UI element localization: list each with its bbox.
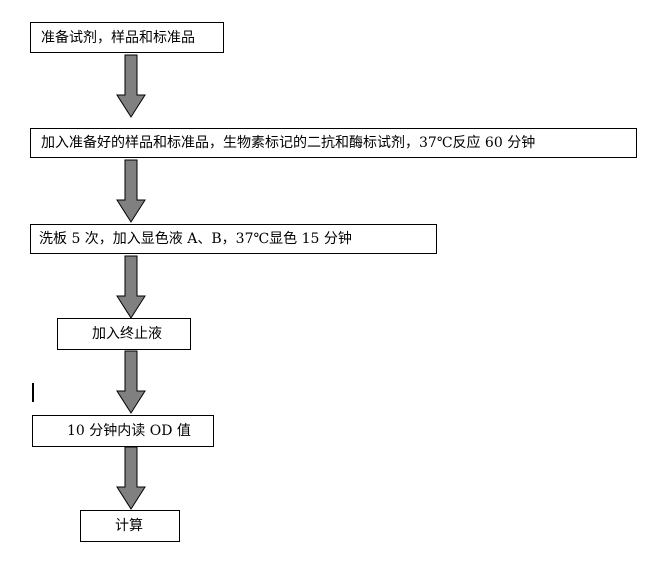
- down-arrow-2: [116, 159, 146, 223]
- step-5-text: 10 分钟内读 OD 值: [67, 423, 191, 439]
- step-4-stop-solution: 加入终止液: [57, 318, 191, 350]
- step-2-text: 加入准备好的样品和标准品，生物素标记的二抗和酶标试剂，37℃反应 60 分钟: [41, 135, 536, 151]
- down-arrow-1: [116, 54, 146, 118]
- step-5-read-od: 10 分钟内读 OD 值: [32, 415, 214, 447]
- down-arrow-3: [116, 255, 146, 319]
- down-arrow-5: [116, 446, 146, 510]
- step-3-wash-and-color: 洗板 5 次，加入显色液 A、B，37℃显色 15 分钟: [30, 224, 437, 254]
- step-2-add-samples: 加入准备好的样品和标准品，生物素标记的二抗和酶标试剂，37℃反应 60 分钟: [30, 128, 637, 158]
- step-4-text: 加入终止液: [92, 326, 162, 342]
- step-3-text: 洗板 5 次，加入显色液 A、B，37℃显色 15 分钟: [39, 231, 352, 247]
- step-6-text: 计算: [115, 518, 143, 534]
- step-6-calculate: 计算: [80, 510, 180, 542]
- down-arrow-4: [116, 350, 146, 414]
- step-1-text: 准备试剂，样品和标准品: [41, 29, 195, 46]
- text-cursor: [32, 383, 34, 402]
- step-1-prepare-reagents: 准备试剂，样品和标准品: [30, 22, 224, 53]
